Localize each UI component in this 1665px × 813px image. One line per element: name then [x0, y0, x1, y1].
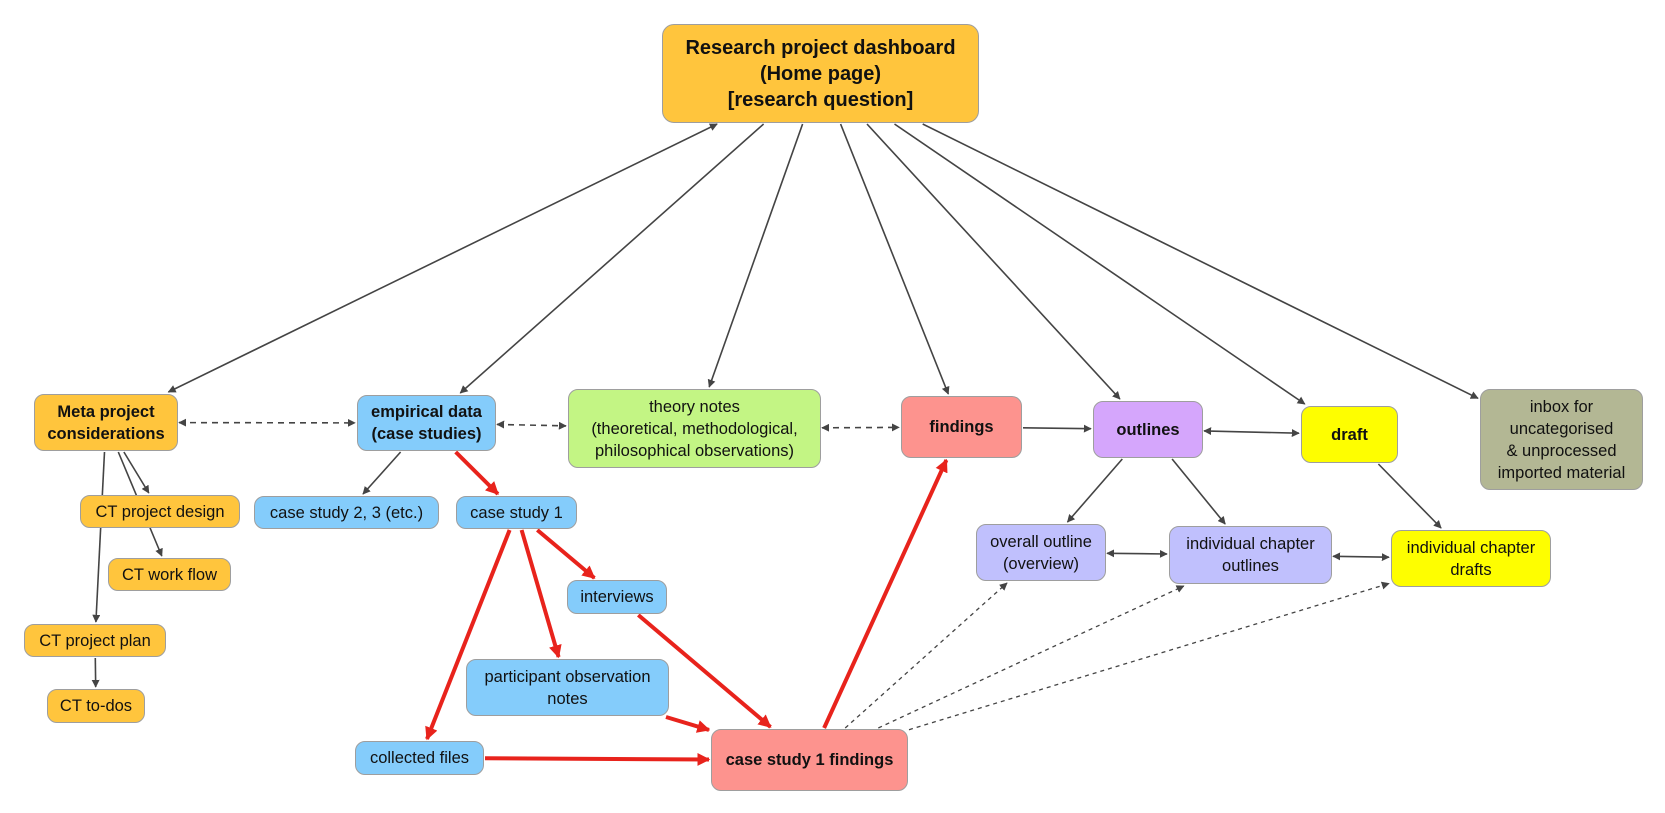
edge-cs1-findings-to-overall-outline [844, 582, 1008, 729]
edge-interviews-to-cs1-findings [637, 613, 772, 729]
research-dashboard-node[interactable]: Research project dashboard (Home page) [… [662, 24, 979, 123]
draft-node[interactable]: draft [1301, 406, 1398, 463]
edge-empirical-to-case-study-1 [454, 450, 500, 496]
edge-participant-obs-to-cs1-findings [665, 715, 711, 733]
chapter-outlines-node[interactable]: individual chapter outlines [1169, 526, 1332, 584]
edge-dashboard-to-outlines [866, 123, 1121, 400]
edge-case-study-1-to-collected-files [425, 529, 512, 741]
edge-case-study-1-to-interviews [536, 528, 596, 580]
edge-dashboard-to-findings [839, 123, 950, 395]
edge-cs1-findings-to-chapter-outlines [878, 585, 1185, 729]
edge-outlines-to-chapter-outlines [1171, 458, 1226, 525]
interviews-node[interactable]: interviews [567, 580, 667, 614]
edge-dashboard-to-empirical [459, 123, 765, 394]
case-study-1-findings-node[interactable]: case study 1 findings [711, 729, 908, 791]
edge-dashboard-to-theory [707, 123, 804, 388]
edge-chapter-outlines-to-chapter-drafts [1332, 552, 1390, 562]
chapter-drafts-node[interactable]: individual chapter drafts [1391, 530, 1551, 587]
edge-findings-to-outlines [1022, 424, 1092, 433]
edge-collected-files-to-cs1-findings [484, 752, 711, 766]
edge-draft-to-chapter-drafts [1377, 463, 1442, 529]
edge-cs1-findings-to-findings [822, 458, 949, 729]
edge-outlines-to-draft [1203, 427, 1300, 438]
ct-to-dos-node[interactable]: CT to-dos [47, 689, 145, 723]
edge-empirical-to-case-study-23 [362, 451, 402, 495]
edge-dashboard-to-meta [167, 123, 718, 393]
case-study-2-3-node[interactable]: case study 2, 3 (etc.) [254, 496, 439, 529]
edge-dashboard-to-inbox [922, 123, 1479, 400]
ct-work-flow-node[interactable]: CT work flow [108, 558, 231, 591]
edge-empirical-to-theory [496, 420, 567, 430]
meta-project-node[interactable]: Meta project considerations [34, 394, 178, 451]
edge-meta-to-ct-plan [92, 451, 106, 623]
ct-project-design-node[interactable]: CT project design [80, 495, 240, 528]
theory-notes-node[interactable]: theory notes (theoretical, methodologica… [568, 389, 821, 468]
edge-case-study-1-to-participant-obs [519, 529, 562, 659]
ct-project-plan-node[interactable]: CT project plan [24, 624, 166, 657]
findings-node[interactable]: findings [901, 396, 1022, 458]
edge-outlines-to-overall-outline [1066, 458, 1123, 523]
participant-observation-node[interactable]: participant observation notes [466, 659, 669, 716]
edge-cs1-findings-to-chapter-drafts [908, 581, 1390, 731]
collected-files-node[interactable]: collected files [355, 741, 484, 775]
case-study-1-node[interactable]: case study 1 [456, 496, 577, 529]
outlines-node[interactable]: outlines [1093, 401, 1203, 458]
inbox-node[interactable]: inbox for uncategorised & unprocessed im… [1480, 389, 1643, 490]
edge-overall-outline-to-chapter-outlines [1106, 549, 1168, 558]
empirical-data-node[interactable]: empirical data (case studies) [357, 395, 496, 451]
edge-meta-to-ct-design [123, 451, 150, 494]
overall-outline-node[interactable]: overall outline (overview) [976, 524, 1106, 581]
edge-dashboard-to-draft [894, 123, 1306, 405]
